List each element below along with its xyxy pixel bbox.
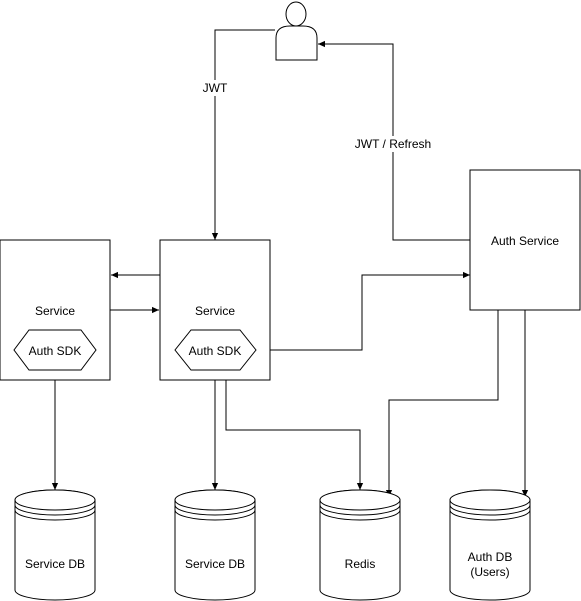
auth-db-label-line2: (Users): [470, 565, 509, 579]
edge-auth-service-to-redis: [385, 310, 499, 497]
service-db-center-label: Service DB: [185, 557, 245, 571]
edge-sdk-to-auth-service: [256, 271, 470, 351]
edge-label-bg: [200, 80, 232, 96]
auth-sdk-center-shape: [174, 329, 257, 371]
auth-service: Auth Service: [469, 169, 581, 311]
service-left: Service Auth SDK: [0, 239, 111, 381]
auth-service-label: Auth Service: [491, 234, 559, 248]
user-icon: [275, 1, 318, 61]
auth-db-label-line1: Auth DB: [468, 550, 513, 564]
service-db-left-label: Service DB: [25, 557, 85, 571]
service-db-left: Service DB: [14, 489, 96, 601]
auth-sdk-left-shape: [13, 329, 97, 371]
edge-label-jwt-refresh: JWT / Refresh: [355, 137, 431, 151]
service-center-label: Service: [195, 304, 235, 318]
service-center: Service Auth SDK: [159, 239, 271, 381]
edge-label-bg: [355, 136, 431, 152]
auth-db: Auth DB (Users): [449, 489, 531, 601]
auth-sdk-center-label: Auth SDK: [189, 344, 242, 358]
redis: Redis: [319, 489, 401, 601]
edge-label-jwt: JWT: [203, 81, 228, 95]
redis-label: Redis: [345, 557, 376, 571]
edge-user-to-service: [211, 29, 275, 240]
service-left-label: Service: [35, 304, 75, 318]
edge-center-service-to-redis: [225, 370, 364, 490]
service-db-center: Service DB: [174, 489, 256, 601]
auth-sdk-left-label: Auth SDK: [29, 344, 82, 358]
